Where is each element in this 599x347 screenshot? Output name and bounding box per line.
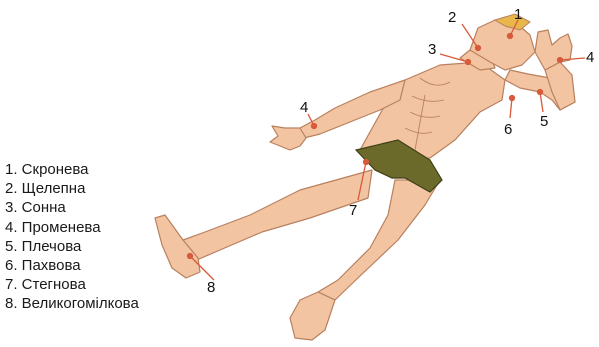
legend: 1. Скронева 2. Щелепна 3. Сонна 4. Проме… — [5, 160, 139, 314]
pulse-point-4-left — [312, 124, 317, 129]
legend-item-5: 5. Плечова — [5, 237, 139, 256]
callout-1: 1 — [514, 6, 522, 23]
legend-item-7: 7. Стегнова — [5, 275, 139, 294]
pulse-point-1 — [508, 34, 513, 39]
legend-item-6: 6. Пахвова — [5, 256, 139, 275]
pulse-point-4-right — [558, 58, 563, 63]
legend-item-8: 8. Великогомілкова — [5, 294, 139, 313]
callout-4-left: 4 — [300, 99, 308, 116]
pulse-point-3 — [466, 60, 471, 65]
right-hand — [535, 30, 572, 70]
callout-6: 6 — [504, 121, 512, 138]
callout-5: 5 — [540, 113, 548, 130]
pulse-point-7 — [364, 160, 369, 165]
left-leg — [183, 170, 372, 262]
legend-item-1: 1. Скронева — [5, 160, 139, 179]
pulse-point-2 — [476, 46, 481, 51]
right-foot — [290, 292, 335, 340]
legend-item-3: 3. Сонна — [5, 198, 139, 217]
pulse-point-5 — [538, 90, 543, 95]
legend-item-2: 2. Щелепна — [5, 179, 139, 198]
callout-8: 8 — [207, 279, 215, 296]
callout-4-right: 4 — [586, 49, 594, 66]
left-hand — [270, 126, 306, 150]
pulse-point-6 — [510, 96, 515, 101]
right-forearm — [545, 62, 575, 110]
callout-2: 2 — [448, 9, 456, 26]
callout-7: 7 — [349, 202, 357, 219]
callout-3: 3 — [428, 41, 436, 58]
pulse-point-8 — [188, 254, 193, 259]
legend-item-4: 4. Променева — [5, 218, 139, 237]
body-illustration — [155, 20, 575, 340]
